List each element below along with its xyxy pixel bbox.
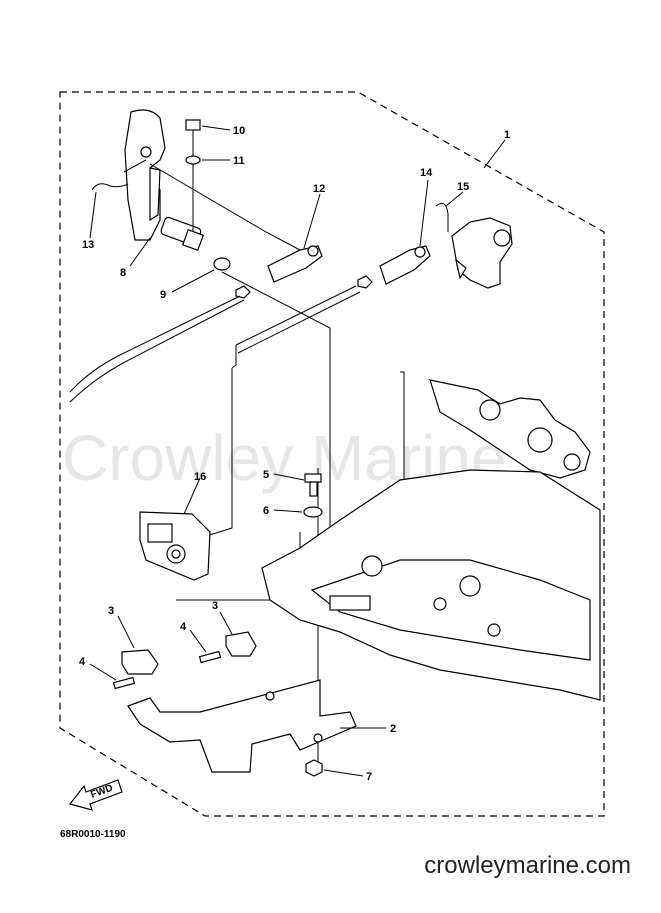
assembly-boundary — [59, 91, 605, 817]
bracket-3-left — [121, 649, 159, 675]
plate-2 — [127, 679, 357, 773]
control-cables — [69, 285, 361, 403]
callout-7: 7 — [366, 771, 372, 783]
cable-joint-12 — [267, 245, 323, 283]
nut-7 — [305, 759, 323, 777]
steering-handle-unit — [429, 379, 591, 479]
callout-12: 12 — [313, 183, 325, 195]
clip-15 — [435, 202, 449, 232]
callout-3-right: 3 — [212, 600, 218, 612]
o-ring-9 — [213, 257, 231, 271]
reference-code: 68R0010-1190 — [60, 829, 126, 840]
washer-11 — [185, 155, 201, 165]
callout-10: 10 — [233, 125, 245, 137]
throttle-bracket — [451, 217, 513, 289]
callout-1: 1 — [504, 129, 510, 141]
callout-11: 11 — [233, 155, 245, 167]
pin-4-left — [112, 676, 136, 690]
bracket-3-right — [225, 631, 257, 657]
callout-4-left: 4 — [79, 656, 86, 668]
bolt-10 — [185, 119, 201, 232]
clip-13 — [91, 183, 129, 191]
cable-nut-left — [235, 285, 251, 299]
cable-nut-right — [357, 275, 373, 289]
callout-5: 5 — [263, 469, 269, 481]
bolt-5 — [304, 473, 322, 497]
callout-8: 8 — [120, 267, 126, 279]
callout-16: 16 — [194, 471, 206, 483]
washer-6 — [303, 506, 323, 518]
control-lever-handle — [124, 109, 205, 252]
site-url[interactable]: crowleymarine.com — [424, 852, 631, 879]
pin-4-right — [198, 650, 222, 664]
callout-9: 9 — [160, 289, 166, 301]
cable-joint-14 — [379, 245, 431, 285]
bottom-cowling — [261, 469, 601, 701]
fwd-arrow-icon — [68, 779, 123, 811]
callout-2: 2 — [390, 723, 396, 735]
callout-3-left: 3 — [108, 605, 114, 617]
callout-13: 13 — [82, 239, 94, 251]
callout-4-right: 4 — [180, 621, 187, 633]
callout-15: 15 — [457, 181, 469, 193]
callout-14: 14 — [420, 167, 433, 179]
callout-leaders — [89, 125, 506, 777]
callout-6: 6 — [263, 505, 269, 517]
switch-16 — [139, 511, 211, 581]
site-footer: crowleymarine.com — [0, 852, 661, 880]
